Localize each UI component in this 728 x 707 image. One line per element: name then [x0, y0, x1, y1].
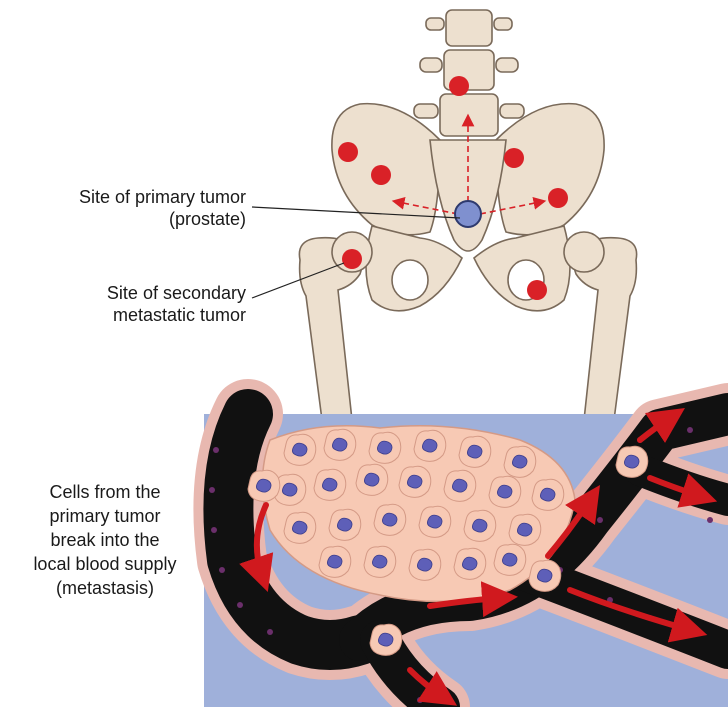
tumor-dot	[338, 142, 358, 162]
metastasis-label-line4: local blood supply	[10, 552, 200, 576]
primary-label-line2: (prostate)	[20, 208, 246, 230]
primary-tumor-label: Site of primary tumor (prostate)	[20, 186, 246, 230]
metastasis-label-line2: primary tumor	[10, 504, 200, 528]
tumor-dot	[342, 249, 362, 269]
tumor-dot	[504, 148, 524, 168]
tumor-dot	[527, 280, 547, 300]
metastasis-label-line1: Cells from the	[10, 480, 200, 504]
vessel-panel	[204, 414, 728, 707]
secondary-label-line1: Site of secondary	[20, 282, 246, 304]
lumbar-spine	[414, 10, 524, 136]
tumor-dot	[371, 165, 391, 185]
metastasis-label: Cells from the primary tumor break into …	[10, 480, 200, 600]
primary-label-line1: Site of primary tumor	[20, 186, 246, 208]
secondary-tumor-label: Site of secondary metastatic tumor	[20, 282, 246, 326]
tumor-dot	[449, 76, 469, 96]
metastasis-label-line3: break into the	[10, 528, 200, 552]
primary-tumor-prostate	[455, 201, 481, 227]
secondary-label-line2: metastatic tumor	[20, 304, 246, 326]
tumor-dot	[548, 188, 568, 208]
right-ilium	[496, 104, 604, 235]
metastasis-label-line5: (metastasis)	[10, 576, 200, 600]
